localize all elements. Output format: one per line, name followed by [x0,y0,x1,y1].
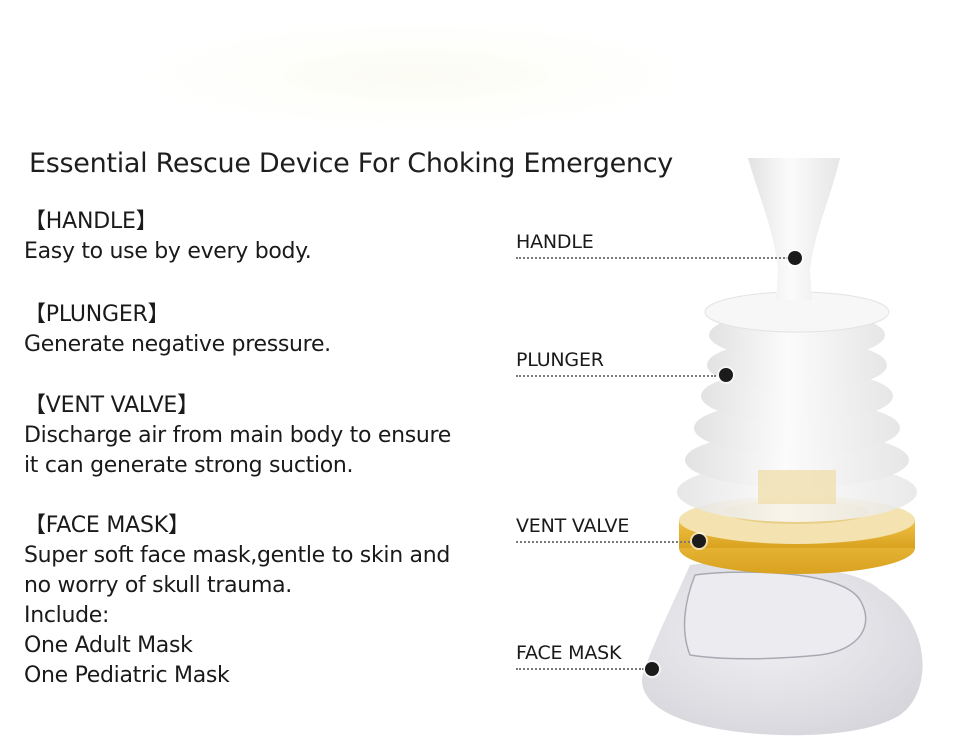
section-face-mask: 【FACE MASK】 Super soft face mask,gentle … [24,511,450,691]
section-heading: 【PLUNGER】 [24,302,170,327]
callout-label: VENT VALVE [516,515,630,537]
leader-line [516,375,716,377]
marker-dot-icon [788,251,802,265]
callout-label: PLUNGER [516,349,604,371]
section-text: Super soft face mask,gentle to skin and [24,543,451,568]
section-text: One Pediatric Mask [24,663,230,688]
callout-vent-valve: VENT VALVE [516,515,690,543]
callout-label: FACE MASK [516,642,622,664]
face-mask-shape [642,562,923,736]
section-heading: 【FACE MASK】 [24,513,190,538]
leader-line [516,668,644,670]
callout-handle: HANDLE [516,231,788,259]
leader-line [516,257,788,259]
marker-dot-icon [692,534,706,548]
section-text: it can generate strong suction. [24,453,354,478]
page-title: Essential Rescue Device For Choking Emer… [29,148,673,179]
background-glow [140,20,690,130]
section-heading: 【HANDLE】 [24,209,158,234]
section-text: Easy to use by every body. [24,239,312,264]
plunger-bellows [677,291,917,522]
marker-dot-icon [719,368,733,382]
section-text: Include: [24,603,110,628]
section-heading: 【VENT VALVE】 [24,393,199,418]
section-handle: 【HANDLE】 Easy to use by every body. [24,207,312,267]
callout-label: HANDLE [516,231,594,253]
section-text: One Adult Mask [24,633,193,658]
section-text: no worry of skull trauma. [24,573,292,598]
section-vent-valve: 【VENT VALVE】 Discharge air from main bod… [24,391,451,481]
handle-shape [748,158,840,300]
callout-plunger: PLUNGER [516,349,716,377]
section-text: Discharge air from main body to ensure [24,423,452,448]
callout-face-mask: FACE MASK [516,642,644,670]
leader-line [516,541,690,543]
section-text: Generate negative pressure. [24,332,331,357]
section-plunger: 【PLUNGER】 Generate negative pressure. [24,300,331,360]
marker-dot-icon [645,662,659,676]
